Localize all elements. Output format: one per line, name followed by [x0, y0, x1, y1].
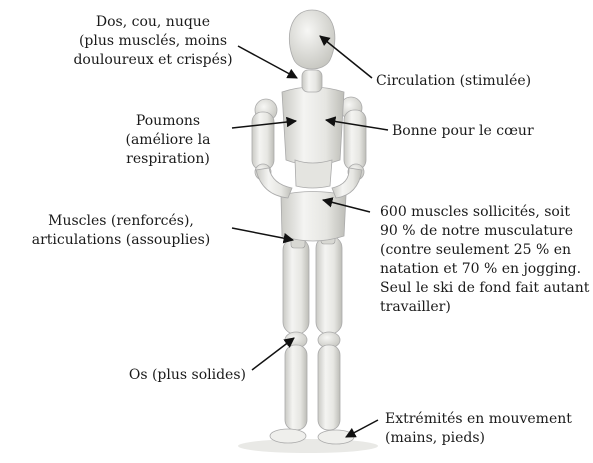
label-muscle-count-line-6: travailler) — [380, 298, 589, 317]
waist — [295, 160, 332, 188]
label-muscle-count-line-4: natation et 70 % en jogging. — [380, 260, 589, 279]
label-bones-line-1: Os (plus solides) — [96, 366, 246, 385]
label-muscle-count: 600 muscles sollicités, soit 90 % de not… — [380, 203, 589, 317]
label-muscle-count-line-5: Seul le ski de fond fait autant — [380, 279, 589, 298]
arrow-extremities — [346, 420, 378, 437]
arrow-neck — [238, 46, 297, 78]
label-neck-line-2: (plus musclés, moins — [67, 32, 239, 51]
label-muscle-count-line-1: 600 muscles sollicités, soit — [380, 203, 589, 222]
label-muscles-line-2: articulations (assouplies) — [12, 231, 230, 250]
neck — [302, 70, 322, 92]
label-neck-line-3: douloureux et crispés) — [67, 51, 239, 70]
right-leg — [316, 236, 354, 444]
floor-shadow — [238, 439, 378, 453]
label-heart-line-1: Bonne pour le cœur — [392, 122, 534, 141]
label-lungs-line-3: respiration) — [108, 150, 228, 169]
label-neck-line-1: Dos, cou, nuque — [67, 13, 239, 32]
label-extremities-line-1: Extrémités en mouvement — [385, 410, 572, 429]
label-bones: Os (plus solides) — [96, 366, 246, 385]
label-muscles-line-1: Muscles (renforcés), — [12, 212, 230, 231]
chest — [282, 87, 344, 165]
label-circulation-line-1: Circulation (stimulée) — [376, 72, 531, 91]
label-lungs: Poumons (améliore la respiration) — [108, 112, 228, 169]
label-muscle-count-line-3: (contre seulement 25 % en — [380, 241, 589, 260]
label-lungs-line-2: (améliore la — [108, 131, 228, 150]
label-heart: Bonne pour le cœur — [392, 122, 534, 141]
label-muscles: Muscles (renforcés), articulations (asso… — [12, 212, 230, 250]
label-extremities: Extrémités en mouvement (mains, pieds) — [385, 410, 572, 448]
label-muscle-count-line-2: 90 % de notre musculature — [380, 222, 589, 241]
label-circulation: Circulation (stimulée) — [376, 72, 531, 91]
pelvis — [281, 192, 346, 242]
label-extremities-line-2: (mains, pieds) — [385, 429, 572, 448]
head — [289, 10, 335, 69]
label-lungs-line-1: Poumons — [108, 112, 228, 131]
label-neck: Dos, cou, nuque (plus musclés, moins dou… — [67, 13, 239, 70]
